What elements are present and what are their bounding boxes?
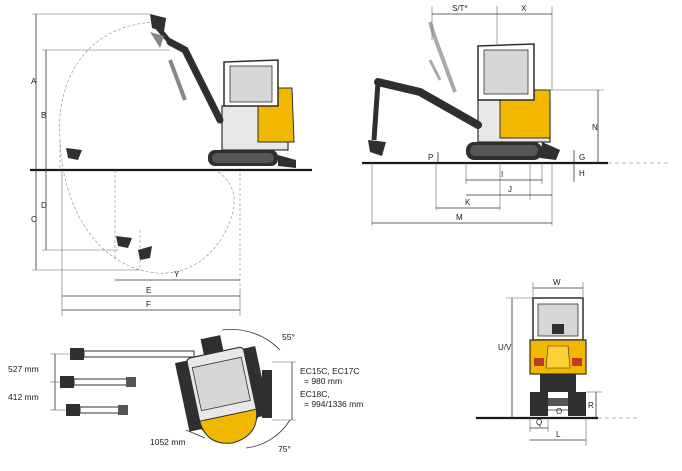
dim-label-H: H: [579, 169, 585, 178]
dim-label-S-T: S/T*: [452, 4, 468, 13]
front-excavator: [529, 297, 587, 416]
transport-view: S/T* X N G H P I J K M: [362, 4, 668, 226]
front-view: W U/V R O Q L: [476, 278, 640, 446]
dim-label-R: R: [588, 401, 594, 410]
top-dozer-blade: [262, 370, 272, 418]
dim-label-K: K: [465, 198, 471, 207]
offset-left-dim: 412 mm: [8, 392, 39, 402]
model-group-b: EC18C,: [300, 389, 330, 399]
track-width-a: = 980 mm: [304, 376, 342, 386]
dim-label-J: J: [508, 185, 512, 194]
dim-label-X: X: [521, 4, 527, 13]
dim-label-G: G: [579, 153, 585, 162]
top-arm-positions: [60, 348, 195, 416]
track-width-b: = 994/1336 mm: [304, 399, 363, 409]
dim-label-D: D: [41, 201, 47, 210]
dim-label-P: P: [428, 153, 433, 162]
bucket-dig-position-1: [116, 236, 132, 248]
side-view: A B C D Y E F: [30, 13, 312, 316]
dim-label-C: C: [31, 215, 37, 224]
dim-label-Q: Q: [536, 418, 542, 427]
model-group-a: EC15C, EC17C: [300, 366, 360, 376]
angle-75-label: 75°: [278, 444, 291, 454]
dim-label-UV: U/V: [498, 343, 512, 352]
reach-envelope: [59, 21, 235, 274]
dim-label-E: E: [146, 286, 151, 295]
top-excavator: [174, 335, 270, 444]
bucket-dig-position-2: [138, 246, 152, 260]
bucket-ground-position: [66, 148, 82, 160]
transport-excavator: [368, 21, 560, 160]
dim-label-O: O: [556, 407, 562, 416]
dim-label-M: M: [456, 213, 463, 222]
dim-label-F: F: [146, 300, 151, 309]
dim-label-L: L: [556, 430, 561, 439]
swing-arc-55: [221, 329, 281, 351]
swing-arc-75: [245, 419, 291, 449]
dim-label-B: B: [41, 111, 46, 120]
dim-label-W: W: [553, 278, 561, 287]
side-excavator: [150, 14, 296, 168]
tail-swing-dim: 1052 mm: [150, 437, 185, 447]
angle-55-label: 55°: [282, 332, 295, 342]
dim-label-I: I: [501, 170, 503, 179]
dim-label-A: A: [31, 77, 37, 86]
dim-label-Y: Y: [174, 270, 180, 279]
dim-label-N: N: [592, 123, 598, 132]
offset-right-dim: 527 mm: [8, 364, 39, 374]
top-view: 527 mm 412 mm 55° 75° 1052 mm EC15C, EC1…: [8, 329, 363, 454]
